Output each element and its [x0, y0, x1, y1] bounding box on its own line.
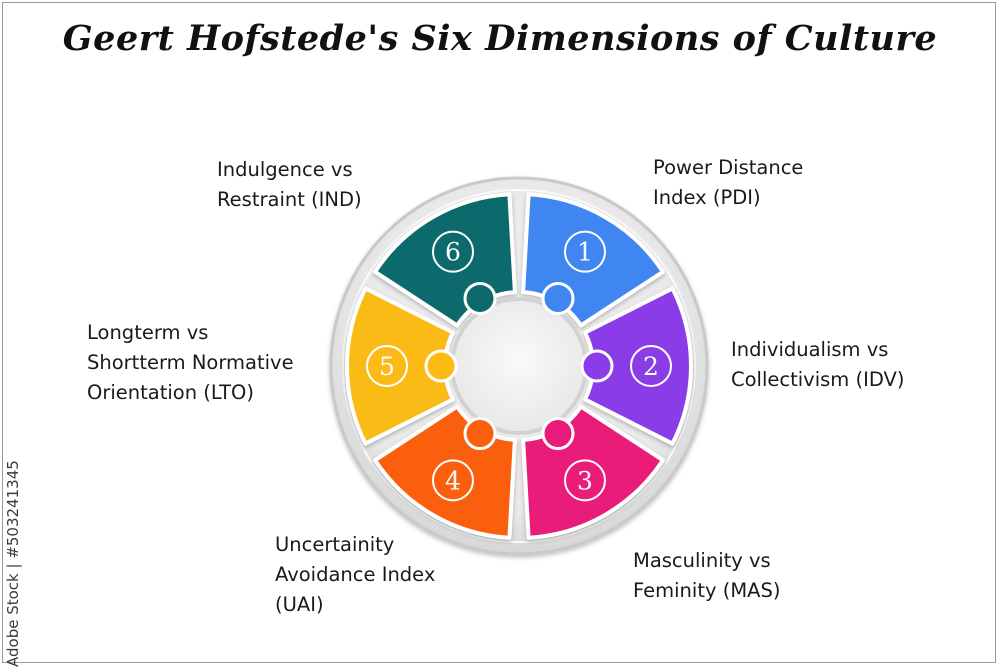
number-indulgence: 6 [445, 238, 461, 267]
number-masculinity: 3 [577, 466, 593, 495]
number-ring-indulgence [432, 230, 474, 273]
stock-watermark: Adobe Stock | #503241345 [4, 460, 22, 667]
number-ring-individualism [630, 345, 672, 387]
number-ring-masculinity [564, 459, 606, 502]
knob-indulgence [463, 281, 497, 315]
number-longterm-orientation: 5 [379, 352, 395, 381]
label-individualism: Individualism vs Collectivism (IDV) [731, 338, 905, 391]
number-ring-uncertainty-avoidance [432, 459, 474, 502]
number-ring-power-distance [564, 230, 606, 273]
label-power-distance: Power Distance Index (PDI) [653, 156, 804, 209]
label-masculinity: Masculinity vs Feminity (MAS) [633, 549, 781, 602]
number-individualism: 2 [643, 352, 659, 381]
knob-masculinity [541, 417, 575, 451]
number-power-distance: 1 [577, 238, 593, 267]
label-indulgence: Indulgence vs Restraint (IND) [217, 158, 362, 211]
knob-uncertainty-avoidance [463, 417, 497, 451]
label-uncertainty-avoidance: Uncertainity Avoidance Index (UAI) [275, 533, 436, 616]
knob-individualism [580, 349, 614, 383]
outer-ring-inner-edge [342, 189, 696, 543]
number-uncertainty-avoidance: 4 [445, 466, 461, 495]
label-longterm-orientation: Longterm vs Shortterm Normative Orientat… [87, 321, 294, 404]
knob-longterm-orientation [424, 349, 458, 383]
center-hub [450, 297, 588, 435]
number-ring-longterm-orientation [366, 345, 408, 387]
knob-power-distance [541, 281, 575, 315]
diagram-title: Geert Hofstede's Six Dimensions of Cultu… [62, 18, 938, 59]
